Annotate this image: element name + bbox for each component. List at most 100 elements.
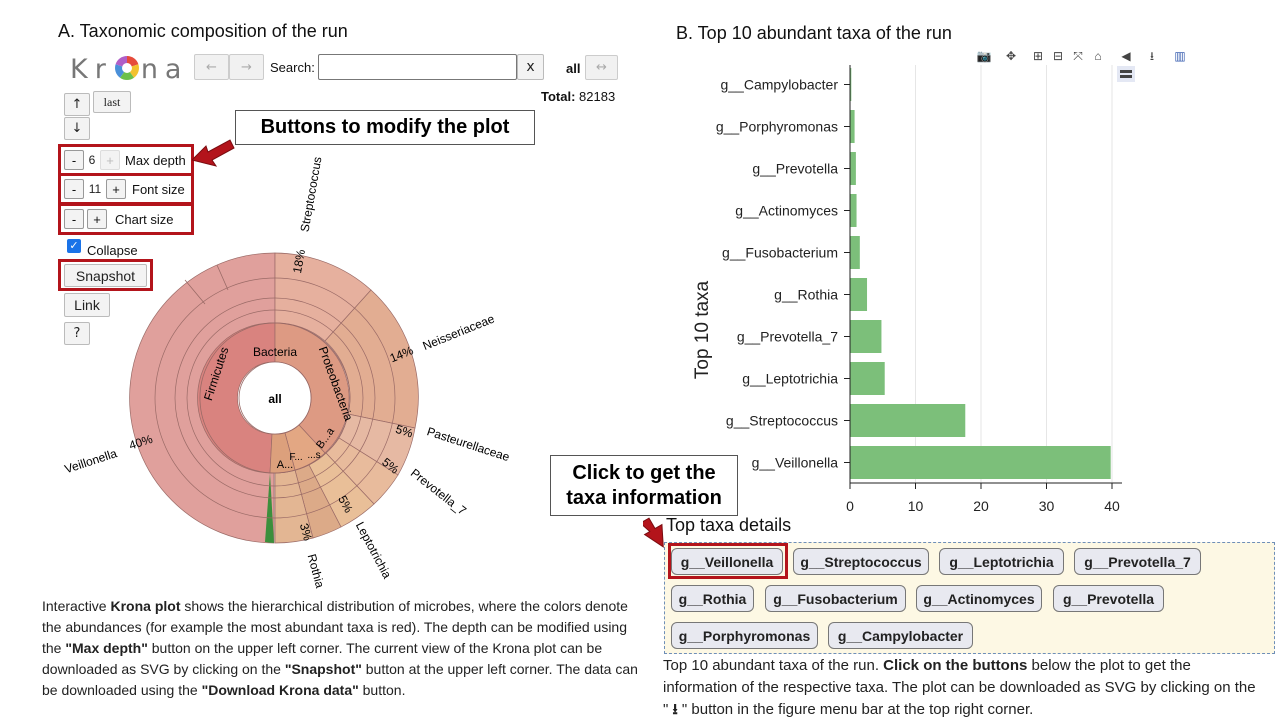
- krona-veillonella-label: Veillonella: [63, 446, 119, 476]
- krona-panel-title: A. Taxonomic composition of the run: [58, 21, 348, 41]
- chart-size-highlight: [58, 203, 194, 235]
- bar-g--prevotella-7[interactable]: [850, 320, 882, 353]
- plotly-logo-icon[interactable]: ▥: [1174, 49, 1186, 63]
- bar-g--rothia[interactable]: [850, 278, 868, 311]
- total-value: 82183: [579, 89, 616, 104]
- taxa-button-g--leptotrichia[interactable]: g__Leptotrichia: [939, 548, 1064, 575]
- krona-past-pct: 5%: [394, 422, 415, 441]
- bar-g--campylobacter[interactable]: [850, 68, 852, 101]
- font-size-value: 11: [88, 182, 102, 196]
- pan-icon[interactable]: ✥: [1005, 49, 1017, 63]
- wedge-firmicutes[interactable]: [197, 322, 276, 474]
- bar-g--porphyromonas[interactable]: [850, 110, 855, 143]
- y-tick-label: g__Actinomyces: [735, 203, 838, 219]
- y-tick-label: g__Fusobacterium: [722, 245, 838, 261]
- krona-streptococcus-label: Streptococcus: [298, 156, 325, 233]
- taxa-button-g--streptococcus[interactable]: g__Streptococcus: [793, 548, 929, 575]
- search-label: Search:: [270, 60, 315, 75]
- chart-size-increase-button[interactable]: +: [87, 209, 107, 229]
- krona-description: Interactive Krona plot shows the hierarc…: [42, 598, 638, 698]
- taxa-button-g--veillonella[interactable]: g__Veillonella: [671, 548, 783, 575]
- chart-size-label: Chart size: [115, 211, 174, 227]
- home-icon[interactable]: ⌂: [1094, 49, 1102, 63]
- krona-pasteurellaceae-label: Pasteurellaceae: [425, 424, 511, 464]
- bar-g--prevotella[interactable]: [850, 152, 856, 185]
- snapshot-button[interactable]: Snapshot: [64, 264, 147, 287]
- callout-arrow-down-icon: [643, 517, 664, 548]
- taxa-button-g--prevotella-7[interactable]: g__Prevotella_7: [1074, 548, 1201, 575]
- y-tick-label: g__Leptotrichia: [742, 371, 838, 387]
- x-tick-label: 0: [846, 498, 854, 514]
- bar-panel-title: B. Top 10 abundant taxa of the run: [676, 23, 952, 43]
- click-callout: Click to get the taxa information: [550, 455, 738, 516]
- bar-g--actinomyces[interactable]: [850, 194, 857, 227]
- down-button[interactable]: ↓: [64, 117, 90, 140]
- link-button[interactable]: Link: [64, 293, 110, 317]
- krona-bacteria-label: Bacteria: [253, 345, 297, 359]
- max-depth-increase-button[interactable]: +: [100, 150, 120, 170]
- krona-logo-text-left: Kr: [70, 54, 113, 85]
- font-size-control: - 11 + Font size: [64, 179, 185, 199]
- total-count: Total: 82183: [541, 89, 615, 104]
- bar-g--veillonella[interactable]: [850, 446, 1111, 479]
- search-clear-button[interactable]: x: [517, 54, 544, 80]
- max-depth-label: Max depth: [125, 152, 186, 168]
- veillonella-highlight: [668, 543, 788, 579]
- back-button[interactable]: ←: [194, 54, 229, 80]
- taxa-details-title: Top taxa details: [666, 515, 792, 535]
- camera-icon[interactable]: 📷: [976, 49, 992, 63]
- chart-size-control: - + Chart size: [64, 209, 174, 229]
- spike-lines-icon[interactable]: ◀: [1121, 49, 1131, 63]
- help-button[interactable]: ?: [64, 322, 90, 345]
- taxa-button-g--actinomyces[interactable]: g__Actinomyces: [916, 585, 1042, 612]
- search-input[interactable]: [318, 54, 517, 80]
- krona-center-label: all: [268, 392, 281, 406]
- taxa-button-g--campylobacter[interactable]: g__Campylobacter: [828, 622, 973, 649]
- krona-center-all[interactable]: [238, 361, 312, 435]
- font-size-increase-button[interactable]: +: [106, 179, 126, 199]
- font-size-decrease-button[interactable]: -: [64, 179, 84, 199]
- taxa-button-g--fusobacterium[interactable]: g__Fusobacterium: [765, 585, 906, 612]
- krona-rothia-label: Rothia: [305, 552, 328, 589]
- krona-chart[interactable]: all Bacteria Firmicutes Proteobacteria B…: [60, 150, 530, 590]
- zoom-in-icon[interactable]: ⊞: [1032, 49, 1044, 63]
- collapse-checkbox[interactable]: ✓: [67, 239, 81, 253]
- x-tick-label: 30: [1039, 498, 1055, 514]
- y-tick-label: g__Porphyromonas: [716, 119, 838, 135]
- forward-button[interactable]: →: [229, 54, 264, 80]
- autoscale-icon[interactable]: ⤧: [1073, 49, 1083, 63]
- max-depth-decrease-button[interactable]: -: [64, 150, 84, 170]
- collapse-label: Collapse: [87, 243, 138, 258]
- bar-chart[interactable]: g__Veillonellag__Streptococcusg__Leptotr…: [680, 60, 1140, 520]
- chart-size-decrease-button[interactable]: -: [64, 209, 84, 229]
- buttons-callout: Buttons to modify the plot: [235, 110, 535, 145]
- font-size-label: Font size: [132, 181, 185, 197]
- bar-g--leptotrichia[interactable]: [850, 362, 885, 395]
- total-label: Total:: [541, 89, 576, 104]
- bar-g--streptococcus[interactable]: [850, 404, 966, 437]
- max-depth-value: 6: [88, 153, 96, 167]
- swap-button[interactable]: ↔: [585, 55, 618, 80]
- compare-hover-icon[interactable]: [1117, 66, 1135, 82]
- taxa-button-g--porphyromonas[interactable]: g__Porphyromonas: [671, 622, 818, 649]
- up-button[interactable]: ↑: [64, 93, 90, 116]
- bar-g--fusobacterium[interactable]: [850, 236, 860, 269]
- y-tick-label: g__Prevotella_7: [737, 329, 838, 345]
- y-tick-label: g__Campylobacter: [720, 77, 838, 93]
- zoom-out-icon[interactable]: ⊟: [1052, 49, 1064, 63]
- krona-neisseriaceae-label: Neisseriaceae: [421, 311, 497, 353]
- snapshot-highlight: [58, 259, 153, 291]
- last-button[interactable]: last: [93, 91, 131, 113]
- taxa-button-g--prevotella[interactable]: g__Prevotella: [1053, 585, 1164, 612]
- taxa-button-g--rothia[interactable]: g__Rothia: [671, 585, 754, 612]
- x-tick-label: 20: [973, 498, 989, 514]
- bar-description: Top 10 abundant taxa of the run. Click o…: [663, 657, 1256, 718]
- y-tick-label: g__Rothia: [774, 287, 838, 303]
- download-icon[interactable]: ⭳: [1149, 49, 1155, 63]
- x-tick-label: 10: [908, 498, 924, 514]
- krona-roth-pct: 3%: [297, 522, 315, 543]
- krona-a-label: A...: [277, 459, 294, 471]
- x-tick-label: 40: [1104, 498, 1120, 514]
- wedge-actinobacteria[interactable]: [265, 473, 274, 543]
- krona-s-label: ...s: [307, 450, 320, 461]
